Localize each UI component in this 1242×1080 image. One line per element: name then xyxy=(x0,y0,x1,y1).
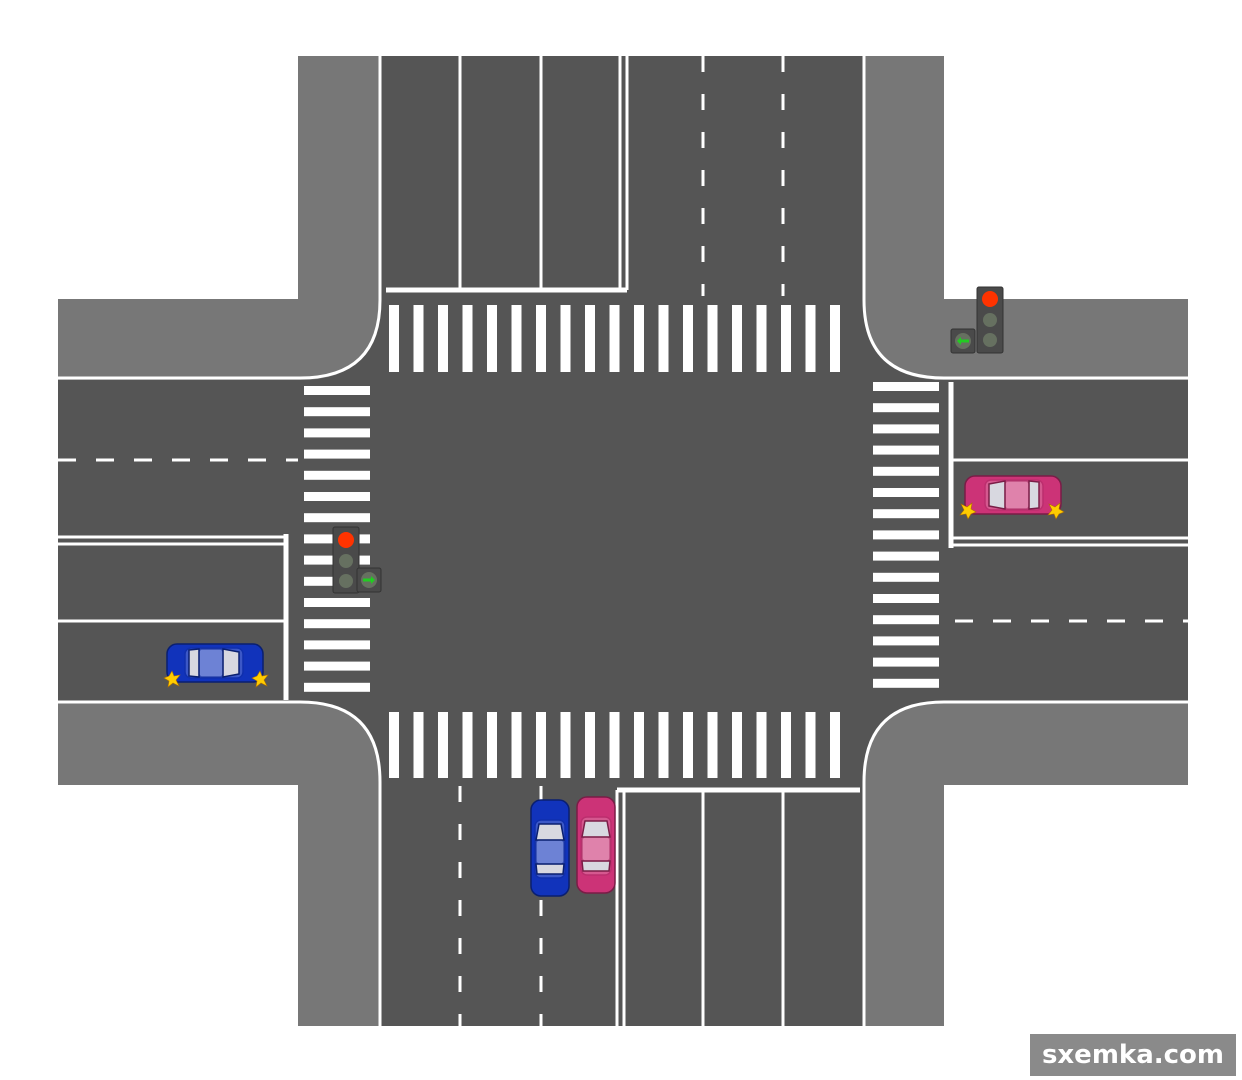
crosswalk-stripe xyxy=(732,712,742,778)
crosswalk-stripe xyxy=(873,657,939,667)
crosswalk-stripe xyxy=(873,551,939,561)
crosswalk-stripe xyxy=(487,712,497,778)
crosswalk-south xyxy=(389,712,840,778)
crosswalk-stripe xyxy=(873,615,939,625)
green-arrow-right-icon xyxy=(363,576,375,584)
crosswalk-stripe xyxy=(560,305,571,372)
crosswalk-north xyxy=(389,305,840,372)
crosswalk-stripe xyxy=(658,305,669,372)
crosswalk-stripe xyxy=(304,449,370,459)
crosswalk-stripe xyxy=(304,661,370,671)
crosswalk-stripe xyxy=(873,445,939,455)
green-arrow-left-icon xyxy=(957,337,969,345)
crosswalk-stripe xyxy=(304,513,370,523)
red-signal-lit xyxy=(338,532,354,548)
crosswalk-stripe xyxy=(781,712,791,778)
east-lane-markings xyxy=(948,382,1188,623)
car-blue-west xyxy=(163,643,269,688)
crosswalk-stripe xyxy=(304,470,370,480)
crosswalk-stripe xyxy=(304,640,370,650)
curb-lines xyxy=(58,56,1188,1026)
crosswalk-stripe xyxy=(830,305,840,372)
crosswalk-stripe xyxy=(511,712,522,778)
crosswalk-stripe xyxy=(873,572,939,582)
traffic-light-west xyxy=(332,526,382,594)
crosswalk-stripe xyxy=(658,712,669,778)
crosswalk-stripe xyxy=(873,466,939,476)
crosswalk-stripe xyxy=(781,305,791,372)
red-signal-lit xyxy=(982,291,998,307)
crosswalk-stripe xyxy=(389,712,399,778)
crosswalk-stripe xyxy=(438,712,448,778)
crosswalk-stripe xyxy=(805,305,816,372)
crosswalk-stripe xyxy=(707,305,718,372)
crosswalk-stripe xyxy=(873,382,939,391)
crosswalk-stripe xyxy=(683,305,693,372)
south-lane-markings xyxy=(458,786,860,1026)
crosswalk-stripe xyxy=(873,424,939,434)
crosswalk-stripe xyxy=(634,305,644,372)
crosswalk-stripe xyxy=(536,305,546,372)
crosswalk-stripe xyxy=(585,305,595,372)
west-lane-markings xyxy=(58,458,298,700)
car-pink-east xyxy=(959,475,1065,520)
crosswalk-stripe xyxy=(511,305,522,372)
crosswalk-stripe xyxy=(438,305,448,372)
crosswalk-stripe xyxy=(462,305,473,372)
crosswalk-stripe xyxy=(873,509,939,519)
crosswalk-stripe xyxy=(389,305,399,372)
crosswalk-stripe xyxy=(707,712,718,778)
car-blue-south xyxy=(530,799,570,897)
crosswalk-stripe xyxy=(304,428,370,438)
crosswalk-stripe xyxy=(487,305,497,372)
crosswalk-stripe xyxy=(462,712,473,778)
crosswalk-stripe xyxy=(609,305,620,372)
crosswalk-stripe xyxy=(304,492,370,501)
crosswalk-stripe xyxy=(585,712,595,778)
crosswalk-stripe xyxy=(873,678,939,688)
crosswalk-stripe xyxy=(756,712,767,778)
crosswalk-stripe xyxy=(830,712,840,778)
crosswalk-stripe xyxy=(304,386,370,395)
car-pink-south xyxy=(576,796,616,894)
crosswalk-stripe xyxy=(873,636,939,646)
crosswalk-stripe xyxy=(413,305,424,372)
crosswalk-stripe xyxy=(304,619,370,629)
crosswalk-stripe xyxy=(873,530,939,540)
crosswalk-east xyxy=(873,382,939,688)
crosswalk-stripe xyxy=(873,594,939,603)
crosswalk-stripe xyxy=(634,712,644,778)
crosswalk-stripe xyxy=(873,488,939,497)
crosswalk-stripe xyxy=(413,712,424,778)
crosswalk-stripe xyxy=(304,682,370,692)
traffic-light-east xyxy=(950,286,1004,354)
crosswalk-stripe xyxy=(609,712,620,778)
watermark: sxemka.com xyxy=(1029,1034,1236,1076)
crosswalk-stripe xyxy=(756,305,767,372)
north-lane-markings xyxy=(386,56,785,296)
crosswalk-stripe xyxy=(732,305,742,372)
crosswalk-stripe xyxy=(683,712,693,778)
crosswalk-stripe xyxy=(873,403,939,413)
crosswalk-stripe xyxy=(304,407,370,417)
crosswalk-stripe xyxy=(536,712,546,778)
crosswalk-stripe xyxy=(560,712,571,778)
crosswalk-stripe xyxy=(805,712,816,778)
crosswalk-stripe xyxy=(304,598,370,607)
